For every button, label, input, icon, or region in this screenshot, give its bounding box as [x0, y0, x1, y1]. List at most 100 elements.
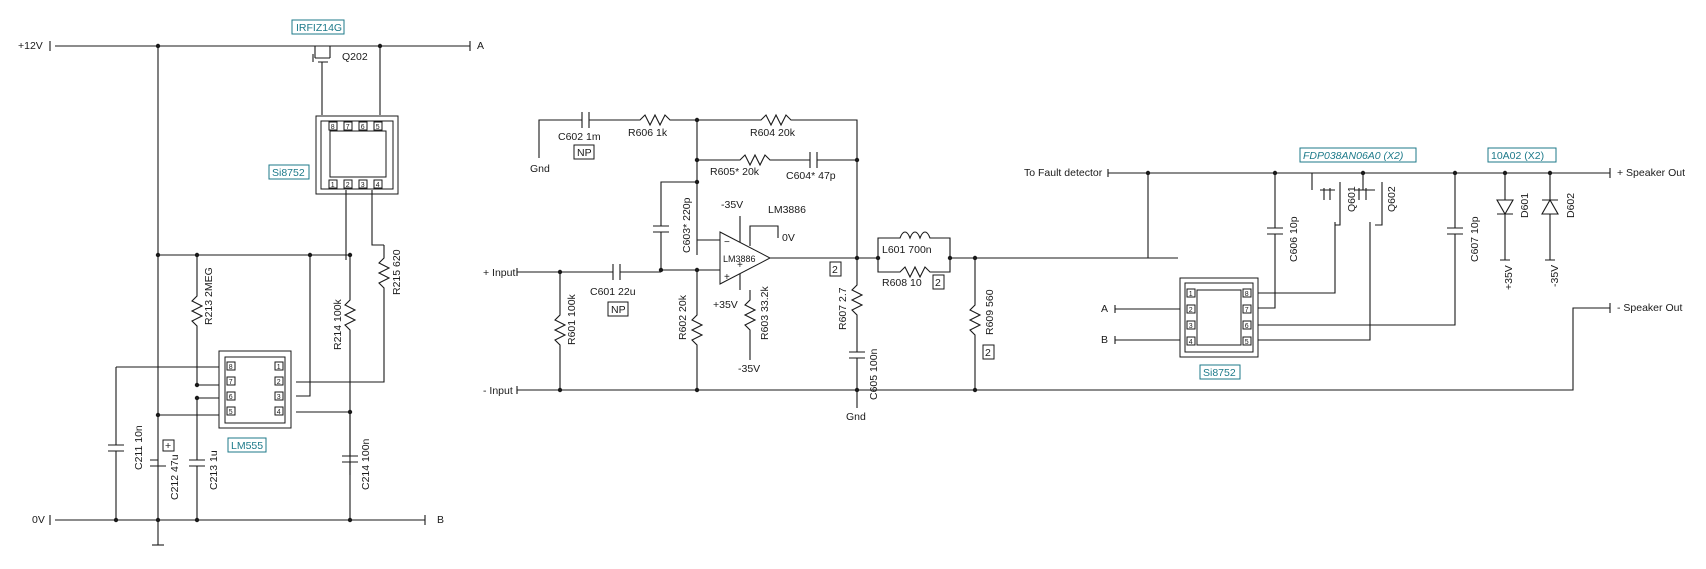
svg-text:+: + [737, 260, 743, 271]
lm555-pin-right-3: 3 [277, 394, 281, 401]
lm555-pin-left-5-box [226, 406, 236, 416]
lm555-pin-right-2-box [274, 376, 284, 386]
minus35-bottom-label: -35V [738, 363, 760, 375]
two3-label: 2 [985, 347, 991, 359]
plus12v-label: +12V [18, 40, 43, 52]
lm555-pin-left-8-box [226, 361, 236, 371]
si-right-pin-right-8-box [1242, 288, 1252, 298]
c601-label: C601 22u [590, 286, 636, 298]
si-right-pin-left-2-box [1186, 304, 1196, 314]
si-left-pin-bottom-1-box [328, 179, 338, 189]
lm555-pin-right-1-box [274, 361, 284, 371]
np2-label: NP [611, 304, 626, 316]
r608-label: R608 10 [882, 277, 922, 289]
r603-label: R603 33.2k [759, 286, 771, 340]
two2-label: 2 [935, 277, 941, 289]
si-left-pin-top-7: 7 [346, 124, 350, 131]
c212-plus-marker: + [165, 440, 171, 452]
c211-label: C211 10n [133, 425, 145, 470]
c603-label: C603* 220p [681, 197, 693, 253]
si-left-pin-top-7-box [343, 121, 353, 131]
plus-input-label: + Input [483, 267, 515, 279]
c604-label: C604* 47p [786, 170, 836, 182]
np1-label: NP [577, 147, 592, 159]
mosfets-q601-q602: FDP038AN06A0 (X2) Q601 Q602 [1299, 147, 1417, 226]
d601-label: D601 [1519, 193, 1531, 218]
c605-label: C605 100n [868, 348, 880, 400]
lm555-pin-left-7-box [226, 376, 236, 386]
lm555-pin-right-3-box [274, 391, 284, 401]
lm555-pin-left-5: 5 [229, 409, 233, 416]
two1-label: 2 [832, 264, 838, 276]
b-in-label: B [1101, 334, 1108, 346]
r214-label: R214 100k [332, 298, 344, 350]
si-left-pin-top-6-box [358, 121, 368, 131]
si-right-pin-right-5-box [1242, 336, 1252, 346]
lm555-pin-right-4: 4 [277, 409, 281, 416]
minus-input-label: - Input [483, 385, 513, 397]
lm555-pin-right-1: 1 [277, 364, 281, 371]
r604-label: R604 20k [750, 127, 796, 139]
plus-speaker-label: + Speaker Out [1617, 167, 1685, 179]
zero-v-ref-label: 0V [782, 232, 795, 244]
q601-label: Q601 [1346, 186, 1358, 212]
si-left-pin-bottom-3-box [358, 179, 368, 189]
lm555-pin-left-7: 7 [229, 379, 233, 386]
si-left-pin-bottom-3: 3 [361, 182, 365, 189]
minus35-top-label: -35V [721, 199, 743, 211]
si-right-pin-right-8: 8 [1245, 291, 1249, 298]
si8752-left-label: Si8752 [272, 167, 305, 179]
c214-label: C214 100n [360, 438, 372, 490]
si-right-pin-left-1: 1 [1189, 291, 1193, 298]
diodes-label: 10A02 (X2) [1491, 150, 1544, 162]
si8752-right-label: Si8752 [1203, 367, 1236, 379]
fault-label: To Fault detector [1024, 167, 1103, 179]
si-right-pin-left-2: 2 [1189, 307, 1193, 314]
lm555-pin-left-6: 6 [229, 394, 233, 401]
c212-label: C212 47u [169, 454, 181, 500]
si-left-pin-top-5-box [373, 121, 383, 131]
node-b-label: B [437, 514, 444, 526]
svg-text:−: − [724, 237, 730, 248]
si-right-pin-left-3-box [1186, 320, 1196, 330]
irfiz14g-label: IRFIZ14G [296, 22, 342, 34]
c213-label: C213 1u [208, 450, 220, 490]
si-left-pin-top-6: 6 [361, 124, 365, 131]
mosfet-q202: IRFIZ14G Q202 [291, 19, 368, 115]
lm3886-label: LM3886 [768, 204, 806, 216]
plus35-amp-label: +35V [713, 299, 738, 311]
r605-label: R605* 20k [710, 166, 760, 178]
c602-label: C602 1m [558, 131, 601, 143]
q602-label: Q602 [1386, 186, 1398, 212]
lm555-pin-right-4-box [274, 406, 284, 416]
si-right-pin-left-3: 3 [1189, 323, 1193, 330]
d602-label: D602 [1565, 193, 1577, 218]
diodes: 10A02 (X2) D601 D602 +35V -35V [1487, 147, 1577, 290]
c607-label: C607 10p [1469, 216, 1481, 262]
q202-label: Q202 [342, 51, 368, 63]
lm555-pin-right-2: 2 [277, 379, 281, 386]
r601-label: R601 100k [566, 293, 578, 345]
r213-label: R213 2MEG [203, 267, 215, 325]
gnd-top-label: Gnd [530, 163, 550, 175]
a-in-label: A [1101, 303, 1108, 315]
r215-label: R215 620 [391, 249, 403, 295]
plus35-diode-label: +35V [1503, 265, 1515, 290]
lm3886-inner-label: LM3886 [723, 254, 756, 264]
si-right-pin-right-6-box [1242, 320, 1252, 330]
c606-label: C606 10p [1288, 216, 1300, 262]
si-right-pin-right-5: 5 [1245, 339, 1249, 346]
si-right-pin-right-6: 6 [1245, 323, 1249, 330]
si-right-pin-right-7: 7 [1245, 307, 1249, 314]
si-right-pin-right-7-box [1242, 304, 1252, 314]
si-left-pin-bottom-1: 1 [331, 182, 335, 189]
node-a-label: A [477, 40, 484, 52]
lm555-pin-left-6-box [226, 391, 236, 401]
r606-label: R606 1k [628, 127, 668, 139]
si-left-pin-bottom-2: 2 [346, 182, 350, 189]
lm555-label: LM555 [231, 440, 263, 452]
